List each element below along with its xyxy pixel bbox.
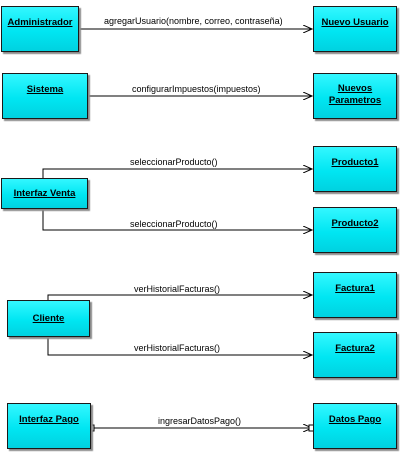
object-interfaz-pago[interactable]: Interfaz Pago <box>7 403 91 449</box>
link-cliente-factura1 <box>47 295 312 300</box>
message-agregar-usuario: agregarUsuario(nombre, correo, contraseñ… <box>104 16 283 26</box>
object-nuevo-usuario[interactable]: Nuevo Usuario <box>313 6 397 52</box>
object-producto2[interactable]: Producto2 <box>313 207 397 253</box>
link-interfaz-venta-producto1 <box>42 169 312 178</box>
link-cliente-factura2 <box>47 337 312 355</box>
object-sistema[interactable]: Sistema <box>2 73 88 119</box>
link-interfaz-venta-producto2 <box>42 209 312 230</box>
object-datos-pago[interactable]: Datos Pago <box>313 403 397 449</box>
object-factura1[interactable]: Factura1 <box>313 272 397 318</box>
object-cliente[interactable]: Cliente <box>7 300 90 337</box>
object-interfaz-venta[interactable]: Interfaz Venta <box>1 178 88 209</box>
object-administrador[interactable]: Administrador <box>1 6 79 52</box>
object-producto1[interactable]: Producto1 <box>313 146 397 192</box>
object-factura2[interactable]: Factura2 <box>313 332 397 378</box>
message-ingresar-datos-pago: ingresarDatosPago() <box>158 416 242 426</box>
message-ver-historial-1: verHistorialFacturas() <box>134 284 221 294</box>
message-seleccionar-producto-1: seleccionarProducto() <box>130 157 218 167</box>
object-nuevos-parametros[interactable]: Nuevos Parametros <box>313 73 397 119</box>
message-configurar-impuestos: configurarImpuestos(impuestos) <box>132 84 261 94</box>
message-ver-historial-2: verHistorialFacturas() <box>134 343 221 353</box>
message-seleccionar-producto-2: seleccionarProducto() <box>130 219 218 229</box>
